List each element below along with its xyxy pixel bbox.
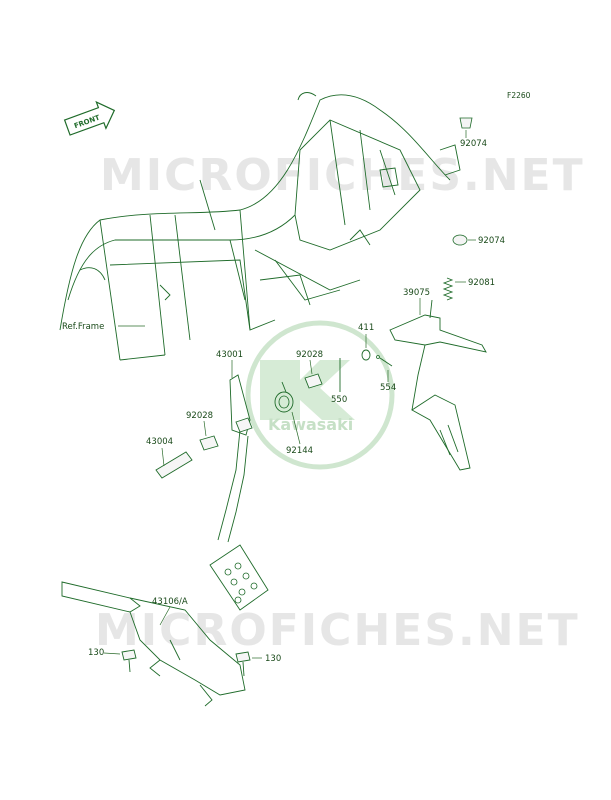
cap-92074-mid bbox=[452, 234, 468, 246]
shaft-43004 bbox=[155, 451, 193, 479]
bushing-92028-upper bbox=[304, 373, 323, 389]
label-43004: 43004 bbox=[146, 437, 173, 447]
bolt-130-right bbox=[235, 651, 251, 677]
label-92074-top: 92074 bbox=[460, 139, 487, 149]
frame-outline bbox=[59, 92, 461, 361]
logo-text: Kawasaki bbox=[268, 415, 353, 434]
pedal-39075 bbox=[389, 299, 487, 471]
label-43106A: 43106/A bbox=[152, 597, 188, 607]
lever-43106A bbox=[61, 581, 246, 707]
label-411: 411 bbox=[358, 323, 374, 333]
watermark-bottom: MICROFICHES.NET bbox=[95, 605, 580, 656]
washer-411 bbox=[361, 349, 371, 361]
label-92144: 92144 bbox=[286, 446, 313, 456]
bolt-130-left bbox=[121, 649, 137, 673]
label-130-left: 130 bbox=[88, 648, 104, 658]
front-arrow-icon: FRONT bbox=[63, 100, 116, 136]
label-554: 554 bbox=[380, 383, 396, 393]
cap-92074-top bbox=[459, 117, 473, 129]
pin-554 bbox=[376, 355, 393, 367]
spring-92081 bbox=[442, 277, 454, 301]
ref-frame-label: Ref.Frame bbox=[62, 322, 104, 332]
label-39075: 39075 bbox=[403, 288, 430, 298]
label-130-right: 130 bbox=[265, 654, 281, 664]
bushing-92028-lower bbox=[199, 417, 253, 451]
kawasaki-logo: Kawasaki bbox=[245, 320, 395, 470]
label-92074-mid: 92074 bbox=[478, 236, 505, 246]
label-92028-upper: 92028 bbox=[296, 350, 323, 360]
pedal-43001 bbox=[209, 374, 269, 611]
label-92081: 92081 bbox=[468, 278, 495, 288]
label-550: 550 bbox=[331, 395, 347, 405]
diagram-code: F2260 bbox=[507, 91, 531, 100]
spring-92144 bbox=[274, 381, 294, 413]
label-43001: 43001 bbox=[216, 350, 243, 360]
label-92028-lower: 92028 bbox=[186, 411, 213, 421]
watermark-top: MICROFICHES.NET bbox=[100, 150, 585, 201]
